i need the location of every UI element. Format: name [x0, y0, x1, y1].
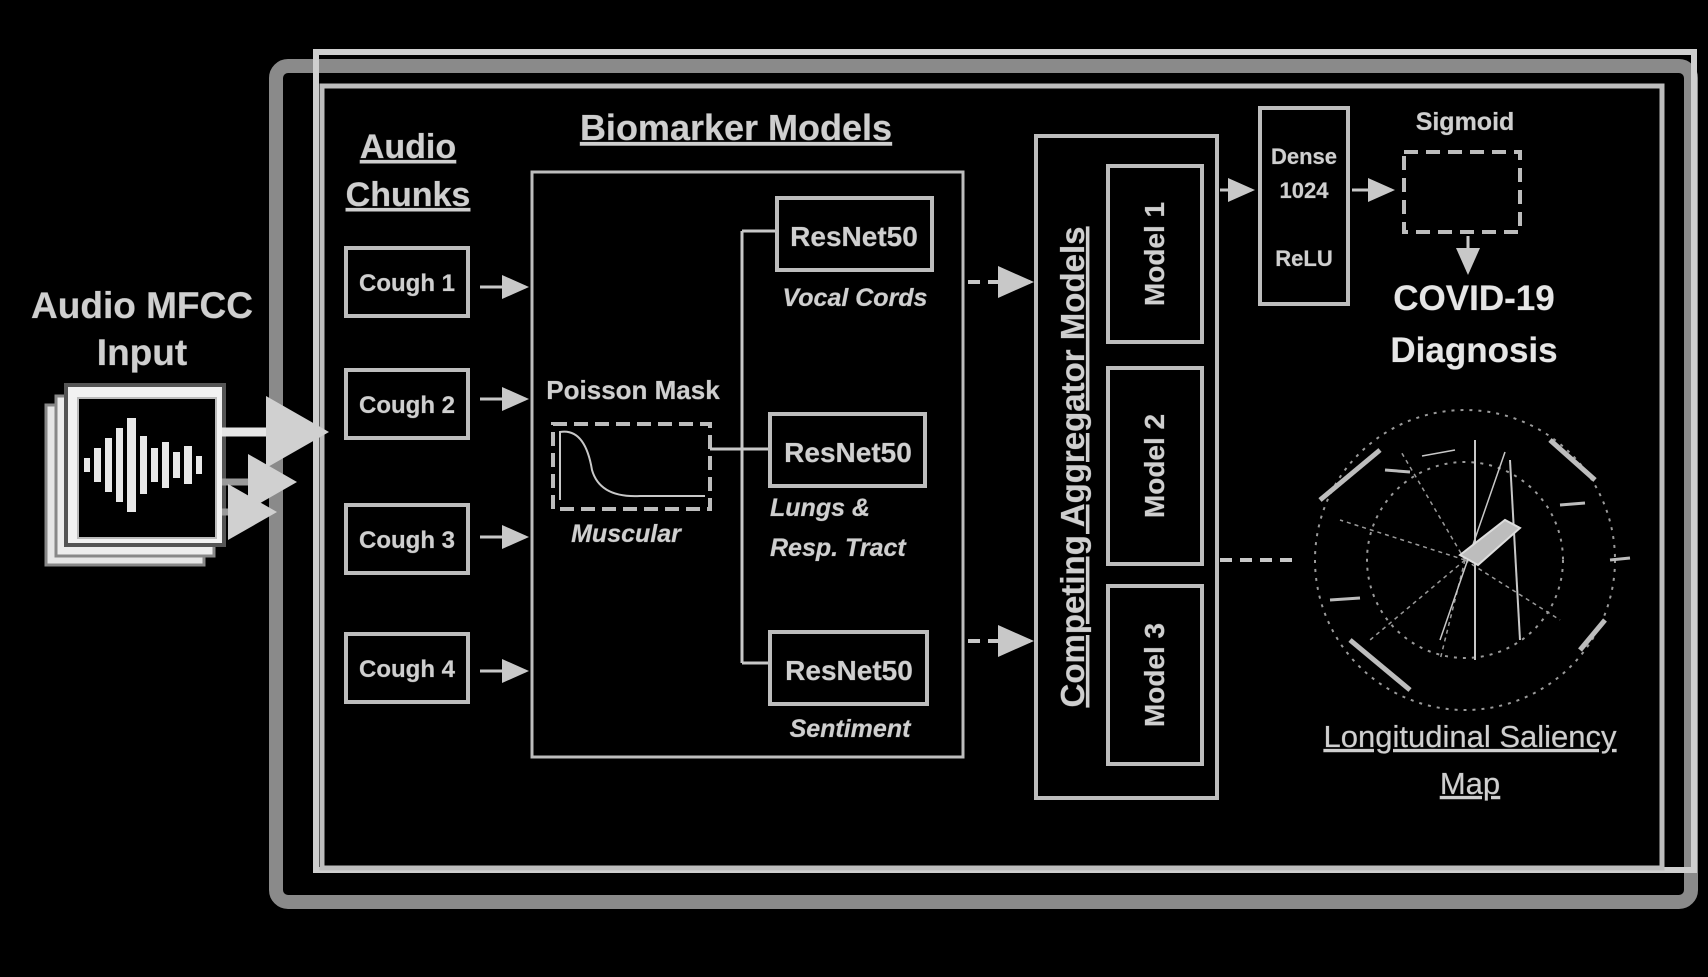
- poisson-mask-label: Poisson Mask: [546, 375, 720, 405]
- model-1-label: Model 1: [1139, 202, 1170, 306]
- audio-waveform-icon: [84, 418, 202, 512]
- cough-2-box: [344, 368, 470, 440]
- dense-box: [1258, 106, 1350, 306]
- model-3-box: [1106, 584, 1204, 766]
- cough-2-label: Cough 2: [359, 392, 455, 419]
- dense-line3: ReLU: [1275, 246, 1332, 271]
- aggregator-title: Competing Aggregator Models: [1054, 227, 1091, 708]
- input-title-line1: Audio MFCC: [31, 285, 253, 326]
- diagnosis-line2: Diagnosis: [1390, 331, 1557, 370]
- chunks-title-line2: Chunks: [346, 176, 471, 214]
- muscular-label: Muscular: [571, 520, 682, 548]
- diagnosis-line1: COVID-19: [1393, 279, 1554, 318]
- sigmoid-box: [1402, 150, 1522, 234]
- input-section: Audio MFCC Input: [31, 285, 329, 567]
- saliency-title-line2: Map: [1440, 766, 1500, 801]
- sigmoid-label: Sigmoid: [1416, 108, 1515, 136]
- cough-3-label: Cough 3: [359, 527, 455, 554]
- model-2-label: Model 2: [1139, 414, 1170, 518]
- lungs-label-line1: Lungs &: [770, 494, 870, 522]
- resnet-sentiment-box: [768, 630, 929, 706]
- vocal-cords-label: Vocal Cords: [783, 284, 928, 312]
- resnet-lungs-box: [768, 412, 927, 488]
- output-section: Dense 1024 ReLU Sigmoid COVID-19 Diagnos…: [1258, 106, 1558, 370]
- saliency-map-graphic: [1314, 409, 1631, 711]
- cough-4-label: Cough 4: [359, 656, 456, 683]
- resnet-lungs-label: ResNet50: [784, 437, 912, 468]
- dense-line1: Dense: [1271, 144, 1337, 169]
- resnet-vocal-label: ResNet50: [790, 221, 918, 252]
- audio-chunks-section: Audio Chunks Cough 1 Cough 2 Cough 3 Cou…: [344, 128, 529, 704]
- input-title-line2: Input: [97, 332, 187, 373]
- chunks-title-line1: Audio: [360, 128, 456, 166]
- biomarker-section: Biomarker Models Poisson Mask Muscular R…: [530, 107, 1034, 759]
- model-3-label: Model 3: [1139, 623, 1170, 727]
- lungs-label-line2: Resp. Tract: [770, 534, 907, 562]
- biomarker-title: Biomarker Models: [580, 107, 892, 148]
- model-1-box: [1106, 164, 1204, 344]
- cough-4-box: [344, 632, 470, 704]
- poisson-mask-box: [551, 422, 712, 511]
- resnet-vocal-box: [775, 196, 934, 272]
- saliency-title-line1: Longitudinal Saliency: [1324, 719, 1617, 754]
- aggregator-section: Competing Aggregator Models Model 1 Mode…: [1034, 134, 1300, 800]
- dense-line2: 1024: [1280, 178, 1330, 203]
- cough-1-label: Cough 1: [359, 270, 455, 297]
- poisson-curve: [559, 430, 705, 500]
- cough-1-box: [344, 246, 470, 318]
- cough-3-box: [344, 503, 470, 575]
- model-2-box: [1106, 366, 1204, 566]
- sentiment-label: Sentiment: [790, 715, 913, 743]
- resnet-sentiment-label: ResNet50: [785, 655, 913, 686]
